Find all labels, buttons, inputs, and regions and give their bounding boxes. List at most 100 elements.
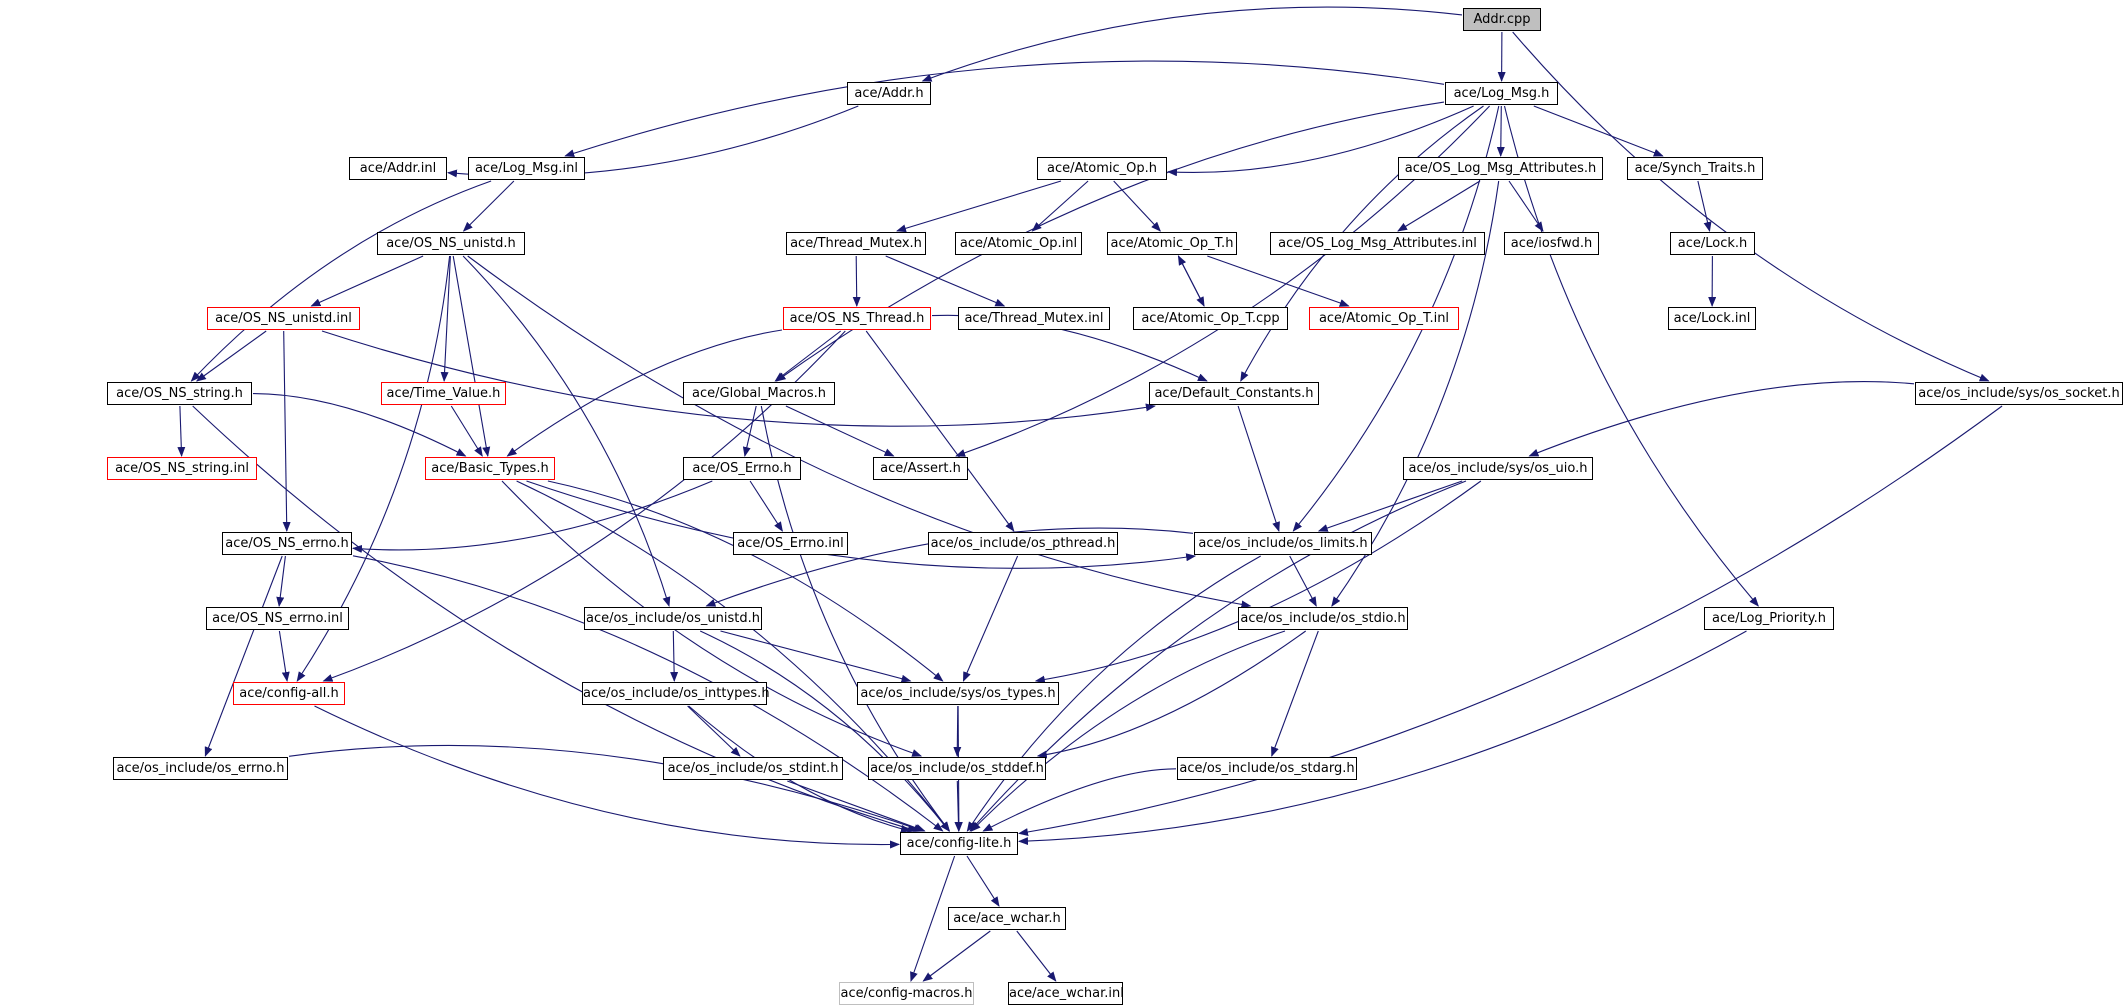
edge-os-ns-errno-h-to-os-include-errno-h bbox=[204, 555, 283, 757]
edge-os-ns-unistd-inl-to-os-ns-errno-h bbox=[282, 330, 291, 532]
graph-node-thread-mutex-h[interactable]: ace/Thread_Mutex.h bbox=[786, 232, 926, 255]
edge-os-ns-unistd-h-to-os-ns-unistd-inl bbox=[310, 255, 424, 307]
graph-node-os-errno-h[interactable]: ace/OS_Errno.h bbox=[683, 457, 801, 480]
graph-node-os-ns-unistd-inl[interactable]: ace/OS_NS_unistd.inl bbox=[207, 307, 360, 330]
edge-log-msg-h-to-log-msg-inl bbox=[564, 60, 1445, 158]
edge-os-ns-thread-h-to-os-pthread-h bbox=[865, 330, 1015, 532]
edge-os-uio-h-to-os-limits-h bbox=[1317, 480, 1463, 532]
graph-node-os-limits-h[interactable]: ace/os_include/os_limits.h bbox=[1194, 532, 1372, 555]
graph-node-addr-h[interactable]: ace/Addr.h bbox=[847, 82, 931, 105]
edge-os-ns-errno-h-to-config-lite-h bbox=[352, 555, 944, 832]
graph-node-atomic-op-t-cpp[interactable]: ace/Atomic_Op_T.cpp bbox=[1133, 307, 1288, 330]
edge-os-unistd-h-to-config-lite-h bbox=[699, 630, 950, 832]
edge-atomic-op-h-to-atomic-op-inl bbox=[1031, 180, 1089, 232]
graph-node-log-priority-h[interactable]: ace/Log_Priority.h bbox=[1704, 607, 1834, 630]
graph-node-os-ns-unistd-h[interactable]: ace/OS_NS_unistd.h bbox=[377, 232, 525, 255]
edge-os-limits-h-to-os-stdio-h bbox=[1289, 555, 1317, 607]
graph-node-assert-h[interactable]: ace/Assert.h bbox=[873, 457, 968, 480]
edge-os-ns-string-h-to-os-ns-string-inl bbox=[177, 405, 186, 457]
edge-thread-mutex-h-to-os-ns-thread-h bbox=[852, 255, 861, 307]
edge-os-errno-h-to-os-errno-inl bbox=[749, 480, 783, 532]
edge-os-ns-unistd-h-to-basic-types-h bbox=[452, 255, 491, 457]
graph-node-os-pthread-h[interactable]: ace/os_include/os_pthread.h bbox=[928, 532, 1118, 555]
graph-node-os-stdarg-h[interactable]: ace/os_include/os_stdarg.h bbox=[1177, 757, 1357, 780]
graph-node-os-include-errno-h[interactable]: ace/os_include/os_errno.h bbox=[113, 757, 288, 780]
edge-addr-cpp-to-addr-h bbox=[921, 6, 1463, 82]
edge-log-msg-h-to-synch-traits-h bbox=[1533, 105, 1664, 157]
graph-node-iosfwd-h[interactable]: ace/iosfwd.h bbox=[1504, 232, 1599, 255]
graph-node-os-log-msg-attr-h[interactable]: ace/OS_Log_Msg_Attributes.h bbox=[1398, 157, 1603, 180]
graph-node-addr-cpp[interactable]: Addr.cpp bbox=[1463, 8, 1541, 31]
edge-thread-mutex-h-to-thread-mutex-inl bbox=[885, 255, 1006, 307]
edge-os-stdint-h-to-config-lite-h bbox=[787, 780, 926, 832]
edge-os-inttypes-h-to-os-stdint-h bbox=[687, 705, 741, 757]
edge-log-msg-h-to-default-constants-h bbox=[1240, 105, 1484, 382]
graph-node-global-macros-h[interactable]: ace/Global_Macros.h bbox=[683, 382, 835, 405]
graph-node-lock-inl[interactable]: ace/Lock.inl bbox=[1668, 307, 1756, 330]
edge-os-ns-errno-inl-to-config-all-h bbox=[278, 630, 290, 682]
edge-log-msg-inl-to-os-ns-unistd-h bbox=[462, 180, 515, 232]
edge-os-socket-h-to-config-lite-h bbox=[1018, 405, 2003, 836]
graph-node-atomic-op-h[interactable]: ace/Atomic_Op.h bbox=[1037, 157, 1167, 180]
edge-os-ns-string-h-to-config-lite-h bbox=[192, 405, 918, 833]
edge-os-stddef-h-to-config-lite-h bbox=[954, 780, 963, 832]
graph-node-synch-traits-h[interactable]: ace/Synch_Traits.h bbox=[1627, 157, 1763, 180]
graph-node-ace-wchar-h[interactable]: ace/ace_wchar.h bbox=[948, 907, 1066, 930]
graph-node-os-uio-h[interactable]: ace/os_include/sys/os_uio.h bbox=[1403, 457, 1593, 480]
graph-node-config-lite-h[interactable]: ace/config-lite.h bbox=[900, 832, 1018, 855]
edge-time-value-h-to-basic-types-h bbox=[450, 405, 483, 457]
edge-os-limits-h-to-config-lite-h bbox=[966, 555, 1261, 832]
graph-node-log-msg-inl[interactable]: ace/Log_Msg.inl bbox=[468, 157, 585, 180]
graph-node-os-unistd-h[interactable]: ace/os_include/os_unistd.h bbox=[584, 607, 762, 630]
edge-log-priority-h-to-config-lite-h bbox=[1018, 630, 1747, 846]
edge-os-log-msg-attr-h-to-iosfwd-h bbox=[1508, 180, 1544, 232]
graph-node-os-ns-string-h[interactable]: ace/OS_NS_string.h bbox=[107, 382, 252, 405]
graph-node-log-msg-h[interactable]: ace/Log_Msg.h bbox=[1445, 82, 1558, 105]
edge-config-lite-h-to-config-macros-h bbox=[910, 855, 956, 982]
edge-os-stdio-h-to-os-stdarg-h bbox=[1271, 630, 1319, 757]
graph-node-config-macros-h[interactable]: ace/config-macros.h bbox=[839, 982, 974, 1005]
graph-node-os-log-msg-attr-inl[interactable]: ace/OS_Log_Msg_Attributes.inl bbox=[1270, 232, 1485, 255]
edge-os-ns-unistd-inl-to-default-constants-h bbox=[321, 330, 1156, 427]
edge-log-msg-h-to-os-log-msg-attr-h bbox=[1496, 105, 1505, 157]
graph-node-os-inttypes-h[interactable]: ace/os_include/os_inttypes.h bbox=[582, 682, 770, 705]
edge-os-stdio-h-to-os-stddef-h bbox=[1036, 630, 1307, 759]
graph-node-config-all-h[interactable]: ace/config-all.h bbox=[233, 682, 345, 705]
graph-node-thread-mutex-inl[interactable]: ace/Thread_Mutex.inl bbox=[958, 307, 1110, 330]
graph-node-os-ns-errno-inl[interactable]: ace/OS_NS_errno.inl bbox=[206, 607, 349, 630]
graph-node-default-constants-h[interactable]: ace/Default_Constants.h bbox=[1149, 382, 1319, 405]
edge-atomic-op-t-h-to-atomic-op-t-inl bbox=[1207, 255, 1350, 307]
edge-config-lite-h-to-ace-wchar-h bbox=[966, 855, 1000, 907]
graph-node-os-socket-h[interactable]: ace/os_include/sys/os_socket.h bbox=[1915, 382, 2123, 405]
graph-node-os-ns-errno-h[interactable]: ace/OS_NS_errno.h bbox=[222, 532, 352, 555]
edge-log-msg-h-to-log-priority-h bbox=[1503, 105, 1759, 607]
edge-os-ns-thread-h-to-basic-types-h bbox=[506, 329, 783, 457]
edge-basic-types-h-to-os-limits-h bbox=[526, 480, 1197, 569]
graph-node-time-value-h[interactable]: ace/Time_Value.h bbox=[381, 382, 506, 405]
graph-node-os-stdint-h[interactable]: ace/os_include/os_stdint.h bbox=[663, 757, 843, 780]
graph-node-atomic-op-t-inl[interactable]: ace/Atomic_Op_T.inl bbox=[1309, 307, 1459, 330]
graph-node-os-types-h[interactable]: ace/os_include/sys/os_types.h bbox=[857, 682, 1059, 705]
edge-os-unistd-h-to-os-inttypes-h bbox=[670, 630, 679, 682]
graph-node-os-ns-thread-h[interactable]: ace/OS_NS_Thread.h bbox=[783, 307, 931, 330]
graph-node-addr-inl[interactable]: ace/Addr.inl bbox=[349, 157, 447, 180]
edge-atomic-op-t-cpp-to-atomic-op-t-h bbox=[1177, 255, 1205, 307]
graph-node-os-stddef-h[interactable]: ace/os_include/os_stddef.h bbox=[868, 757, 1046, 780]
edge-os-ns-unistd-h-to-os-stdio-h bbox=[467, 255, 1252, 609]
graph-node-lock-h[interactable]: ace/Lock.h bbox=[1670, 232, 1755, 255]
graph-node-atomic-op-inl[interactable]: ace/Atomic_Op.inl bbox=[955, 232, 1082, 255]
edge-synch-traits-h-to-lock-h bbox=[1697, 180, 1712, 232]
edge-os-unistd-h-to-os-types-h bbox=[720, 630, 912, 683]
graph-node-os-ns-string-inl[interactable]: ace/OS_NS_string.inl bbox=[107, 457, 257, 480]
edge-log-msg-h-to-atomic-op-h bbox=[1167, 105, 1474, 177]
graph-node-basic-types-h[interactable]: ace/Basic_Types.h bbox=[425, 457, 555, 480]
graph-node-atomic-op-t-h[interactable]: ace/Atomic_Op_T.h bbox=[1107, 232, 1237, 255]
graph-node-os-errno-inl[interactable]: ace/OS_Errno.inl bbox=[733, 532, 848, 555]
edge-os-pthread-h-to-os-types-h bbox=[962, 555, 1019, 682]
edge-atomic-op-h-to-thread-mutex-h bbox=[896, 180, 1062, 233]
graph-node-ace-wchar-inl[interactable]: ace/ace_wchar.inl bbox=[1008, 982, 1124, 1005]
edge-os-log-msg-attr-h-to-os-log-msg-attr-inl bbox=[1397, 180, 1481, 232]
graph-node-os-stdio-h[interactable]: ace/os_include/os_stdio.h bbox=[1238, 607, 1408, 630]
